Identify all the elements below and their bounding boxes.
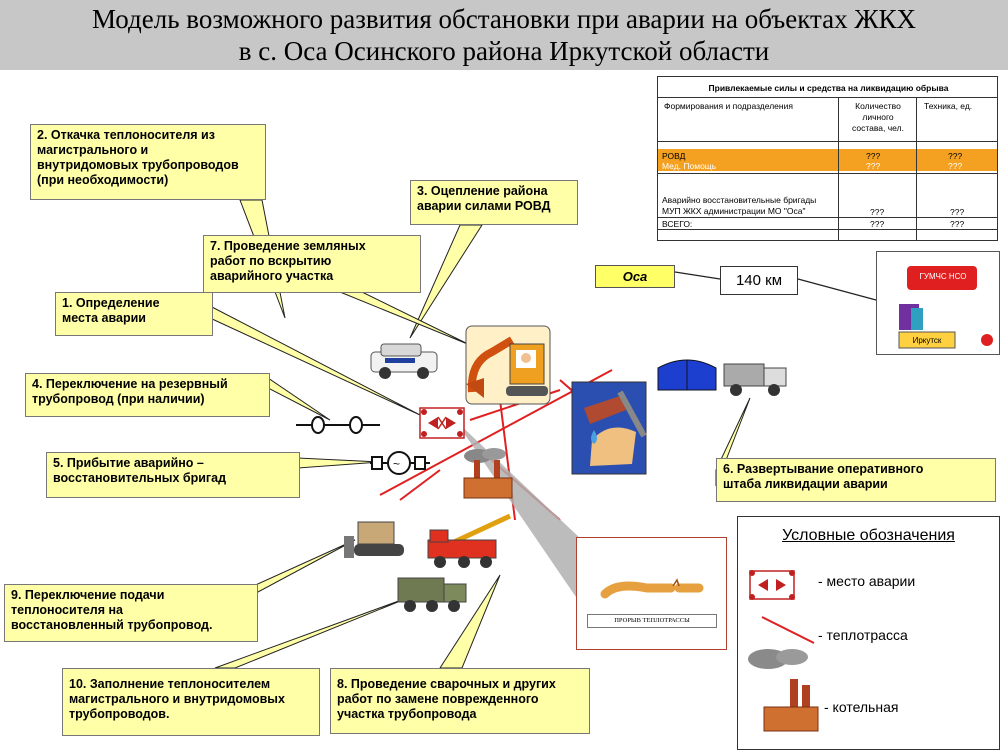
legend-heat-pipe-icon [761, 616, 815, 644]
row-total-equipment: ??? [950, 219, 965, 229]
page-title-line1: Модель возможного развития обстановки пр… [91, 4, 917, 34]
col-header-personnel: Количество личного состава, чел. [852, 101, 904, 133]
resources-table-title: Привлекаемые силы и средства на ликвидац… [708, 83, 949, 93]
police-car-icon [370, 343, 438, 379]
row-total-name: ВСЕГО: [662, 219, 693, 229]
pointer-c4 [267, 377, 331, 421]
row-rovd-name: РОВД [662, 151, 686, 161]
welding-work-icon [571, 381, 647, 475]
svg-text:~: ~ [393, 457, 400, 471]
callout-step-5: 5. Прибытие аварийно –восстановительных … [46, 452, 300, 498]
pipe-inset-caption: ПРОРЫВ ТЕПЛОТРАССЫ [587, 614, 717, 628]
osa-label: Оса [595, 265, 675, 288]
row-med-name: Мед. Помощь [662, 161, 717, 171]
page-title-line2: в с. Оса Осинского района Иркутской обла… [238, 36, 770, 66]
legend-item-boiler-house: - котельная [824, 699, 899, 715]
pointer-c5 [297, 457, 381, 469]
hq-building-icon [898, 266, 993, 349]
irkutsk-label: Иркутск [912, 336, 942, 345]
zoom-beam [455, 420, 582, 600]
row-rovd-equipment: ??? [948, 151, 963, 161]
title-bar: Модель возможного развития обстановки пр… [0, 0, 1008, 70]
row-brigades-name: Аварийно восстановительные бригады МУП Ж… [662, 195, 817, 216]
resources-table: Привлекаемые силы и средства на ликвидац… [657, 76, 998, 241]
hq-label: ГУМЧС НСО [919, 272, 967, 281]
bulldozer-icon [344, 521, 404, 558]
row-rovd-personnel: ??? [866, 151, 881, 161]
legend-accident-icon [749, 570, 795, 600]
orange-band [658, 149, 997, 161]
pipe-break-inset: ПРОРЫВ ТЕПЛОТРАССЫ [576, 537, 727, 650]
col-header-units: Формирования и подразделения [664, 101, 793, 111]
excavator-icon [465, 325, 551, 405]
broken-pipe-icon [600, 578, 704, 599]
pump-symbol: ~ [370, 451, 430, 475]
crane-truck-icon [427, 513, 512, 568]
km-connector [797, 278, 877, 301]
legend-item-accident: - место аварии [818, 573, 916, 589]
row-med-personnel: ??? [866, 161, 881, 171]
distance-label: 140 км [720, 266, 798, 295]
row-med-equipment: ??? [948, 161, 963, 171]
valve-symbol [296, 416, 380, 434]
truck-icon [723, 363, 787, 396]
legend-title: Условные обозначения [782, 527, 955, 544]
legend: Условные обозначения - место аварии - те… [737, 516, 1000, 750]
col-header-equipment: Техника, ед. [924, 101, 973, 111]
row-brigades-equipment: ??? [950, 207, 965, 217]
legend-item-heat-pipe: - теплотрасса [818, 627, 908, 643]
army-truck-icon [397, 577, 467, 612]
row-total-personnel: ??? [870, 219, 885, 229]
pointer-c3 [409, 224, 483, 339]
irkutsk-hq-panel: ГУМЧС НСО Иркутск [876, 251, 1000, 355]
med-row-band [658, 161, 997, 171]
hq-tent-icon [657, 359, 717, 391]
accident-icon [419, 407, 465, 439]
osa-connector [674, 271, 721, 280]
row-brigades-personnel: ??? [870, 207, 885, 217]
legend-boiler-house-icon [748, 649, 819, 732]
boiler-house-icon [463, 448, 513, 499]
pointer-c7 [339, 291, 471, 346]
